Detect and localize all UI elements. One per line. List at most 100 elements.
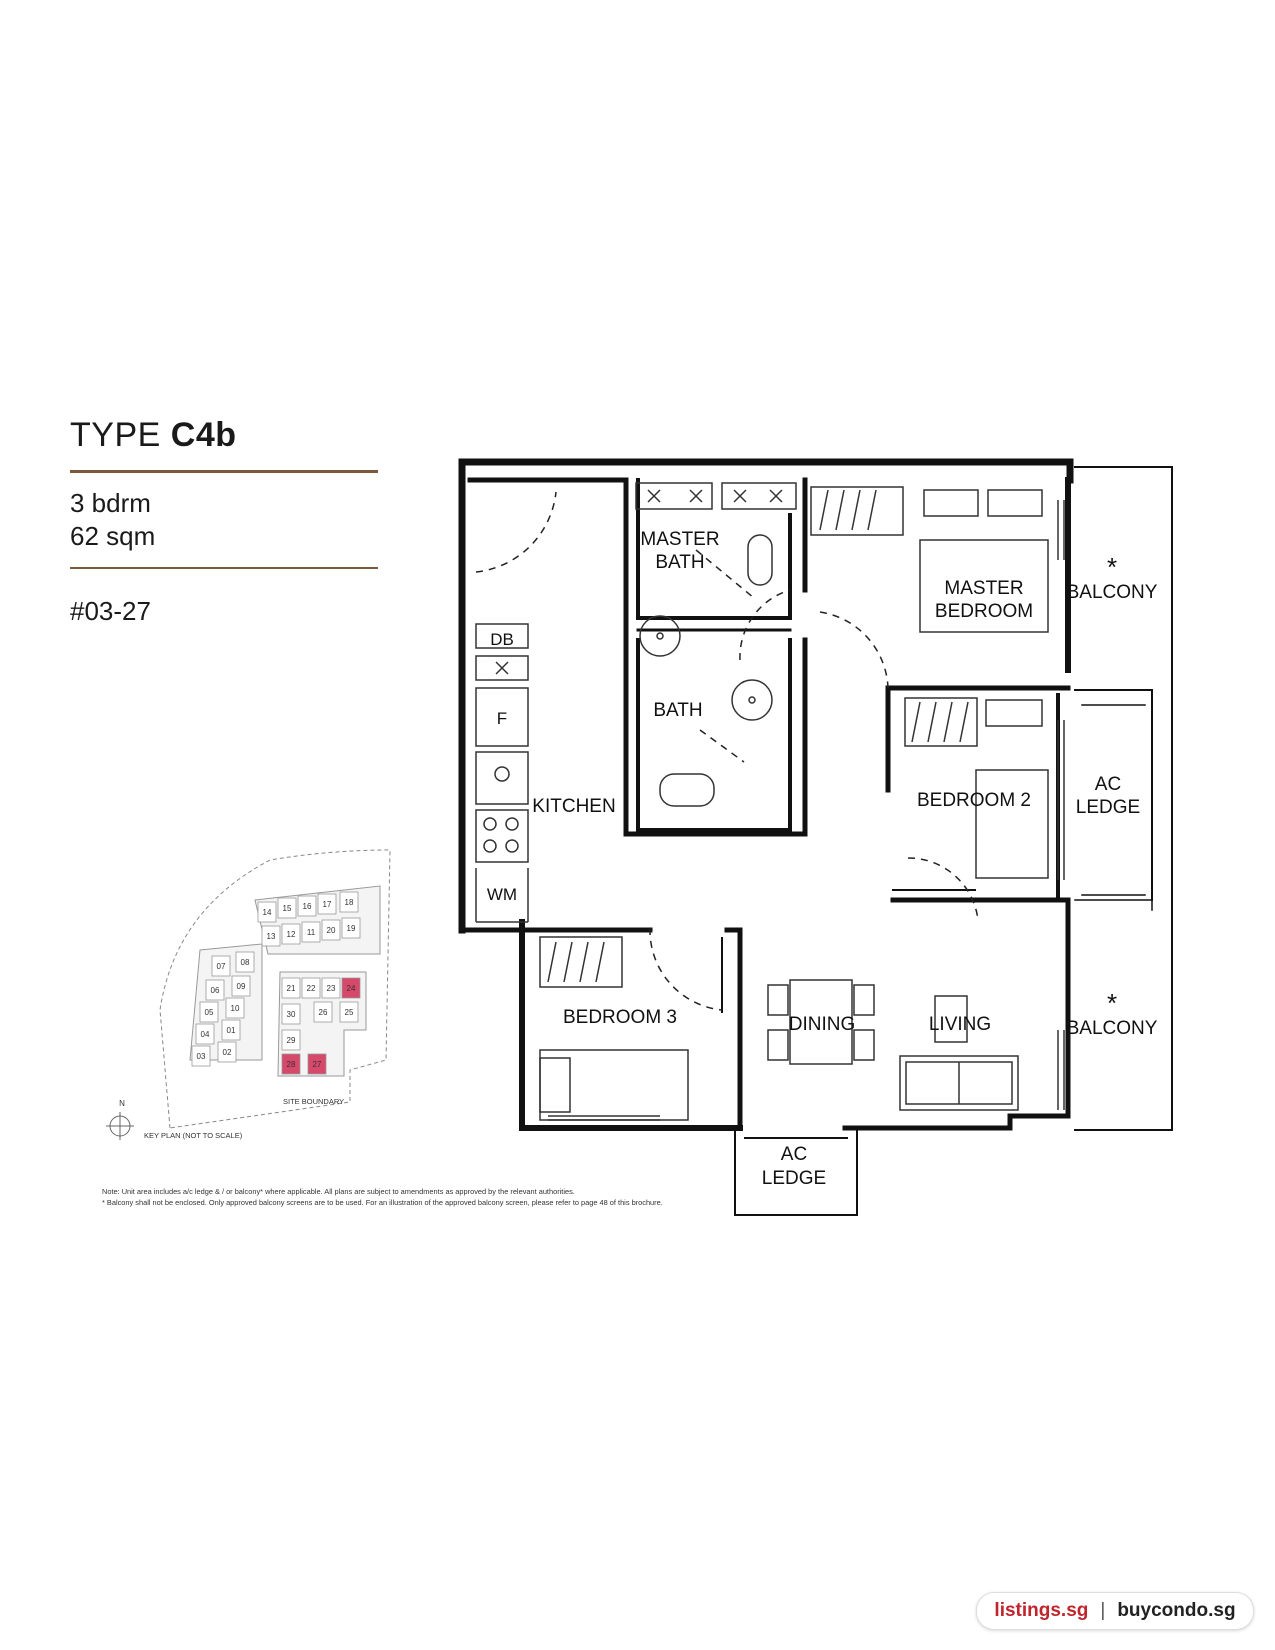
key-plan-unit-label-14: 14 — [263, 908, 272, 917]
unit-type-title: TYPE C4b — [70, 416, 237, 455]
key-plan-unit-05 — [199, 1001, 219, 1023]
master-bath-label-line2: BATH — [655, 552, 704, 573]
ac-ledge-bottom-label-line2: LEDGE — [762, 1168, 826, 1189]
key-plan-unit-29 — [281, 1029, 301, 1051]
key-plan-unit-24 — [341, 977, 361, 999]
key-plan-unit-label-26: 26 — [319, 1008, 328, 1017]
key-plan-unit-label-04: 04 — [201, 1030, 210, 1039]
key-plan-unit-label-07: 07 — [217, 962, 226, 971]
key-plan-unit-label-12: 12 — [287, 930, 296, 939]
footer-badge[interactable]: listings.sg | buycondo.sg — [976, 1592, 1254, 1630]
key-plan-unit-28 — [281, 1053, 301, 1075]
key-plan-unit-19 — [341, 917, 361, 939]
key-plan-unit-label-24: 24 — [347, 984, 356, 993]
unit-area: 62 sqm — [70, 521, 156, 551]
dining-label: DINING — [789, 1014, 856, 1035]
key-plan-unit-label-05: 05 — [205, 1008, 214, 1017]
key-plan-unit-label-21: 21 — [287, 984, 296, 993]
note-line-1: Note: Unit area includes a/c ledge & / o… — [102, 1187, 575, 1196]
key-plan-unit-label-29: 29 — [287, 1036, 296, 1045]
balcony-top-asterisk: * — [1107, 552, 1117, 582]
bedroom-count: 3 bdrm — [70, 488, 151, 518]
key-plan-caption: KEY PLAN (NOT TO SCALE) — [144, 1131, 243, 1140]
key-plan-unit-16 — [297, 895, 317, 917]
key-plan-unit-01 — [221, 1019, 241, 1041]
footer-separator: | — [1100, 1600, 1106, 1621]
key-plan-unit-21 — [281, 977, 301, 999]
key-plan-unit-17 — [317, 893, 337, 915]
kitchen-label: KITCHEN — [532, 796, 615, 817]
ac-ledge-right-label-line2: LEDGE — [1076, 797, 1140, 818]
fridge-label: F — [497, 709, 507, 728]
bedroom-3-label: BEDROOM 3 — [563, 1007, 677, 1028]
balcony-top-label: BALCONY — [1067, 582, 1158, 603]
key-plan-unit-label-25: 25 — [345, 1008, 354, 1017]
key-plan-unit-10 — [225, 997, 245, 1019]
living-label: LIVING — [929, 1014, 991, 1035]
north-label: N — [119, 1099, 125, 1108]
balcony-bottom-asterisk: * — [1107, 988, 1117, 1018]
key-plan: 14 15 16 17 18 13 12 11 20 19 07 08 06 09 05 10 04 01 03 02… — [106, 849, 391, 1140]
key-plan-unit-label-18: 18 — [345, 898, 354, 907]
plan-notes: Note: Unit area includes a/c ledge & / o… — [102, 1186, 663, 1208]
key-plan-unit-22 — [301, 977, 321, 999]
header-divider-bottom — [70, 567, 378, 569]
key-plan-unit-15 — [277, 897, 297, 919]
unit-number: #03-27 — [70, 596, 151, 626]
key-plan-unit-label-03: 03 — [197, 1052, 206, 1061]
key-plan-unit-02 — [217, 1041, 237, 1063]
key-plan-unit-label-30: 30 — [287, 1010, 296, 1019]
key-plan-unit-23 — [321, 977, 341, 999]
key-plan-unit-20 — [321, 919, 341, 941]
key-plan-unit-04 — [195, 1023, 215, 1045]
key-plan-unit-08 — [235, 951, 255, 973]
key-plan-unit-06 — [205, 979, 225, 1001]
header-divider-top — [70, 470, 378, 473]
bedroom-2-label: BEDROOM 2 — [917, 790, 1031, 811]
master-bath-label-line1: MASTER — [640, 529, 719, 550]
key-plan-unit-label-27: 27 — [313, 1060, 322, 1069]
balcony-bottom-label: BALCONY — [1067, 1018, 1158, 1039]
key-plan-unit-03 — [191, 1045, 211, 1067]
ac-ledge-bottom-label-line1: AC — [781, 1144, 807, 1165]
key-plan-unit-11 — [301, 921, 321, 943]
key-plan-unit-14 — [257, 901, 277, 923]
key-plan-unit-label-06: 06 — [211, 986, 220, 995]
key-plan-unit-label-02: 02 — [223, 1048, 232, 1057]
listings-link[interactable]: listings.sg — [994, 1600, 1089, 1621]
key-plan-unit-07 — [211, 955, 231, 977]
key-plan-unit-label-08: 08 — [241, 958, 250, 967]
key-plan-unit-label-23: 23 — [327, 984, 336, 993]
key-plan-unit-label-10: 10 — [231, 1004, 240, 1013]
key-plan-unit-12 — [281, 923, 301, 945]
key-plan-unit-label-22: 22 — [307, 984, 316, 993]
key-plan-unit-30 — [281, 1003, 301, 1025]
key-plan-unit-label-17: 17 — [323, 900, 332, 909]
type-prefix: TYPE — [70, 416, 161, 454]
db-label: DB — [490, 630, 514, 649]
key-plan-unit-09 — [231, 975, 251, 997]
master-bedroom-label-line1: MASTER — [944, 578, 1023, 599]
key-plan-unit-label-09: 09 — [237, 982, 246, 991]
key-plan-unit-13 — [261, 925, 281, 947]
wm-label: WM — [487, 885, 517, 904]
key-plan-unit-label-15: 15 — [283, 904, 292, 913]
key-plan-unit-label-19: 19 — [347, 924, 356, 933]
key-plan-unit-label-01: 01 — [227, 1026, 236, 1035]
key-plan-unit-25 — [339, 1001, 359, 1023]
buycondo-link[interactable]: buycondo.sg — [1117, 1600, 1236, 1621]
key-plan-unit-label-11: 11 — [307, 928, 316, 937]
key-plan-unit-label-13: 13 — [267, 932, 276, 941]
bath-label: BATH — [653, 700, 702, 721]
type-code: C4b — [170, 416, 237, 454]
master-bedroom-label-line2: BEDROOM — [935, 601, 1033, 622]
key-plan-unit-26 — [313, 1001, 333, 1023]
key-plan-unit-label-28: 28 — [287, 1060, 296, 1069]
key-plan-unit-18 — [339, 891, 359, 913]
key-plan-unit-label-20: 20 — [327, 926, 336, 935]
key-plan-unit-label-16: 16 — [303, 902, 312, 911]
ac-ledge-right-label-line1: AC — [1095, 774, 1121, 795]
note-line-2: * Balcony shall not be enclosed. Only ap… — [102, 1198, 663, 1207]
key-plan-unit-27 — [307, 1053, 327, 1075]
